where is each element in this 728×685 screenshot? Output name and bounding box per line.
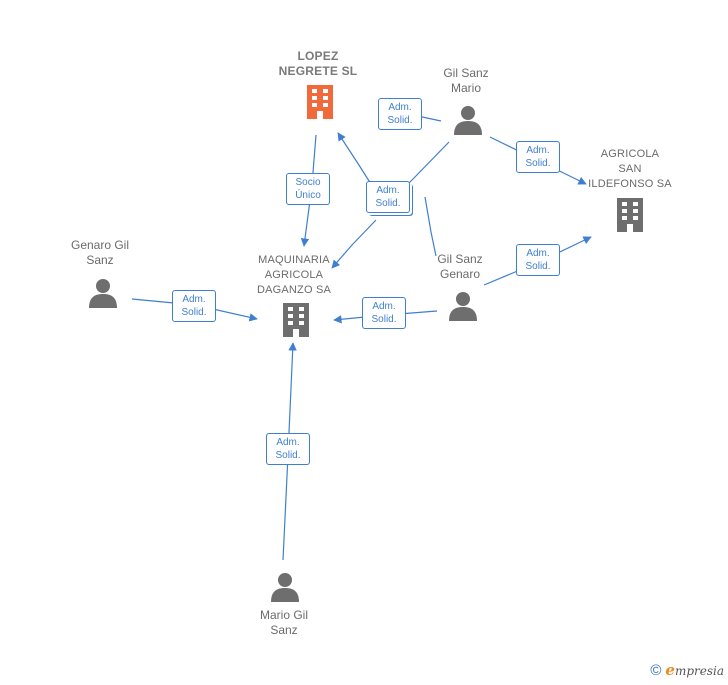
building-icon[interactable] bbox=[280, 302, 312, 343]
edge-label-mario-agricola[interactable]: Adm.Solid. bbox=[516, 141, 560, 173]
building-icon[interactable] bbox=[614, 197, 646, 238]
building-icon-lopez-negrete bbox=[307, 85, 333, 119]
copyright-icon: © bbox=[650, 661, 662, 679]
person-icon-gil-sanz-genaro bbox=[449, 292, 477, 321]
person-icon-gil-sanz-mario bbox=[454, 106, 482, 135]
person-icon[interactable] bbox=[453, 105, 483, 140]
edge-line bbox=[331, 219, 377, 269]
building-icon-agricola bbox=[617, 198, 643, 232]
person-icon-mario-gil-sanz bbox=[271, 573, 299, 602]
person-icon[interactable] bbox=[88, 278, 118, 313]
edge-label-genaro-maquinaria[interactable]: Adm.Solid. bbox=[362, 297, 406, 329]
edge-label-mario-lopez[interactable]: Adm.Solid. bbox=[378, 98, 422, 130]
building-icon[interactable] bbox=[304, 84, 336, 125]
footer-brand: © empresia bbox=[650, 661, 724, 679]
building-icon-maquinaria bbox=[283, 303, 309, 337]
edge-label-mario-gil-maquinaria[interactable]: Adm.Solid. bbox=[266, 433, 310, 465]
person-icon-genaro-gil-sanz bbox=[89, 279, 117, 308]
edge-label-genaro-gil-maquinaria[interactable]: Adm.Solid. bbox=[172, 290, 216, 322]
person-icon[interactable] bbox=[270, 572, 300, 607]
edge-label-stacked-center[interactable]: Adm.Solid. bbox=[366, 181, 410, 213]
person-icon[interactable] bbox=[448, 291, 478, 326]
brand-logo[interactable]: empresia bbox=[665, 661, 724, 679]
edge-line bbox=[424, 196, 437, 257]
edge-label-genaro-agricola[interactable]: Adm.Solid. bbox=[516, 244, 560, 276]
